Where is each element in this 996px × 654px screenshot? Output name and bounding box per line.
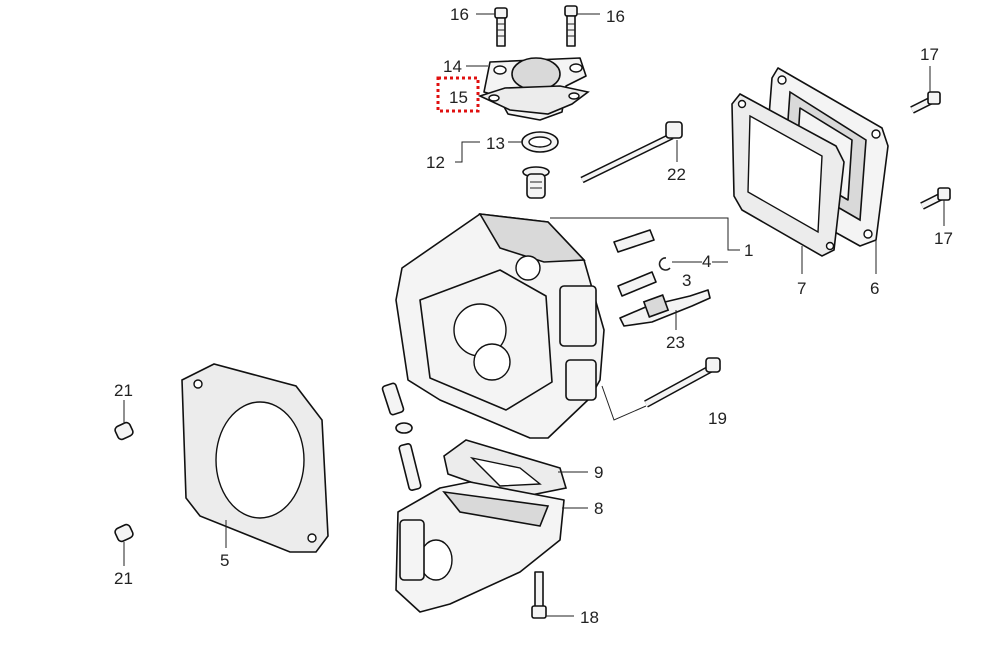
callout-1: 1 [744,241,753,260]
callout-17-lower: 17 [934,229,953,248]
callout-12: 12 [426,153,445,172]
bolt-17-upper[interactable] [910,91,941,114]
stud-pin[interactable] [398,443,422,491]
dowel-pin-lower[interactable] [114,523,134,543]
clip-4[interactable] [658,257,671,271]
callout-16-left: 16 [450,5,469,24]
valve-guide-upper[interactable] [613,229,655,253]
callout-9: 9 [594,463,603,482]
stud-bolt-22[interactable] [580,121,683,184]
leader-1 [550,217,740,251]
callout-18: 18 [580,608,599,627]
callout-13: 13 [486,134,505,153]
callout-8: 8 [594,499,603,518]
callout-4: 4 [702,252,711,271]
callout-5: 5 [220,551,229,570]
pin-cap[interactable] [381,382,405,416]
intake-manifold[interactable] [395,481,565,613]
bolt-16-left[interactable] [494,7,508,47]
callout-15: 15 [449,88,468,107]
intake-gasket[interactable] [443,439,568,499]
callout-6: 6 [870,279,879,298]
cylinder-head[interactable] [395,213,605,439]
callout-14: 14 [443,57,462,76]
callout-15-highlight [436,76,480,113]
callout-17-upper: 17 [920,45,939,64]
callout-21-upper: 21 [114,381,133,400]
bolt-17-lower[interactable] [920,187,951,210]
callout-23: 23 [666,333,685,352]
valve-guide-lower[interactable] [617,271,657,297]
callout-22: 22 [667,165,686,184]
thermostat-seal[interactable] [521,131,559,153]
thermostat-cover-gasket[interactable] [477,85,590,115]
bolt-16-right[interactable] [564,5,578,47]
callout-16-right: 16 [606,7,625,26]
callout-19: 19 [708,409,727,428]
leader-19 [601,385,647,421]
seal-ring[interactable] [395,422,413,434]
leader-12 [455,141,480,163]
callout-21-lower: 21 [114,569,133,588]
spark-plug[interactable] [619,289,711,327]
head-cover-gasket[interactable] [731,92,845,257]
thermostat[interactable] [522,166,550,199]
bolt-19[interactable] [644,357,721,408]
callout-3: 3 [682,271,691,290]
callout-7: 7 [797,279,806,298]
cylinder-head-gasket[interactable] [181,363,329,553]
bolt-18[interactable] [531,571,547,619]
dowel-pin-upper[interactable] [114,421,134,441]
